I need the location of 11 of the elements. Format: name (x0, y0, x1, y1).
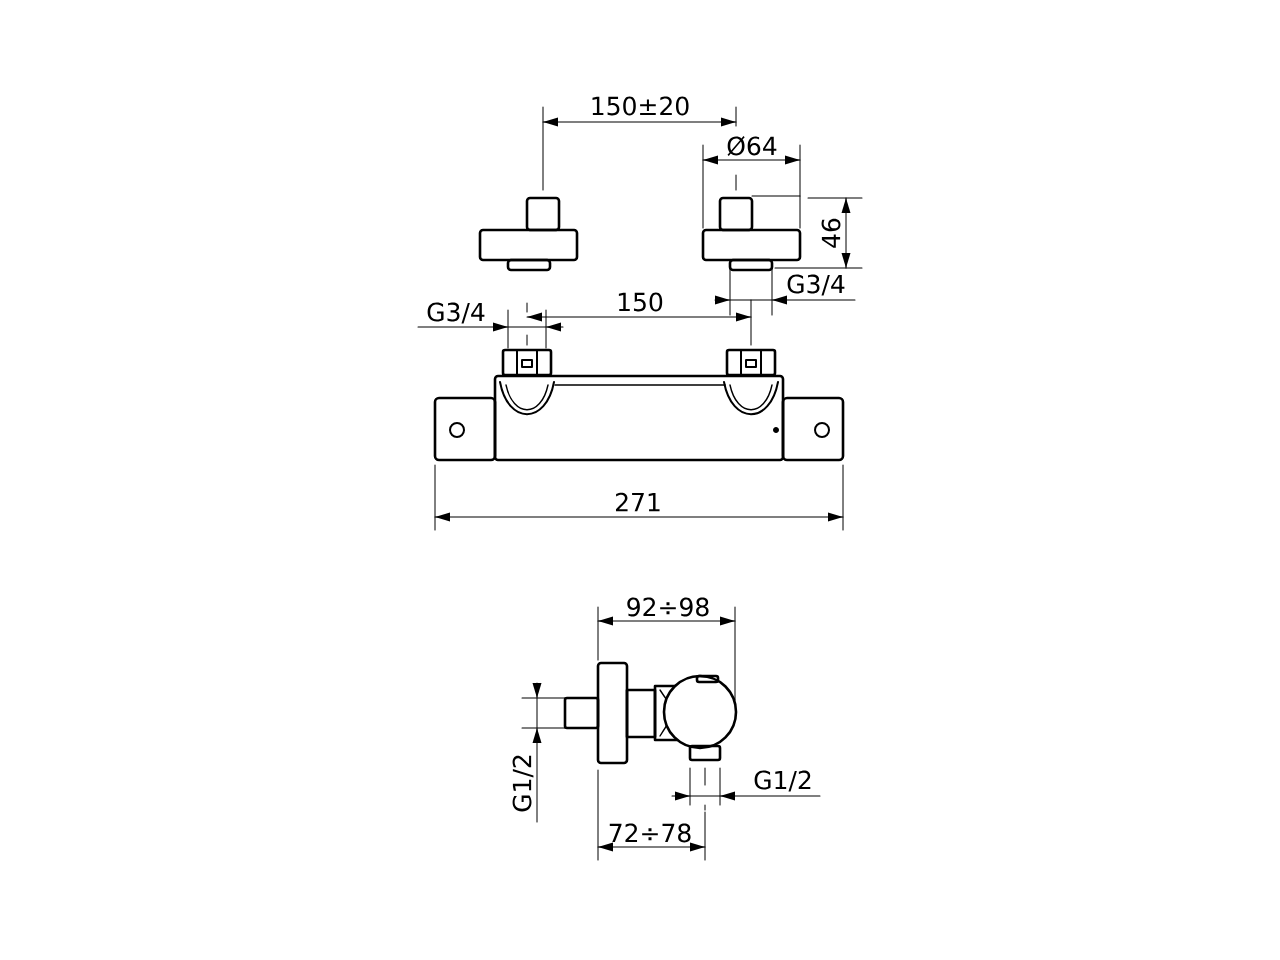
dimension-label: G3/4 (787, 274, 845, 296)
dimension-label: G1/2 (512, 755, 534, 812)
dimension-label: 92÷98 (627, 597, 709, 617)
dimension-label: 46 (821, 218, 841, 248)
dimension-label: G3/4 (427, 302, 485, 324)
dimension-label: G1/2 (754, 770, 811, 792)
dimension-label: 150 (618, 292, 663, 312)
dimension-label: 271 (616, 492, 660, 512)
dimension-label: Ø64 (727, 136, 777, 156)
dimension-label: 72÷78 (609, 823, 691, 843)
dimension-label: 150±20 (592, 96, 689, 116)
